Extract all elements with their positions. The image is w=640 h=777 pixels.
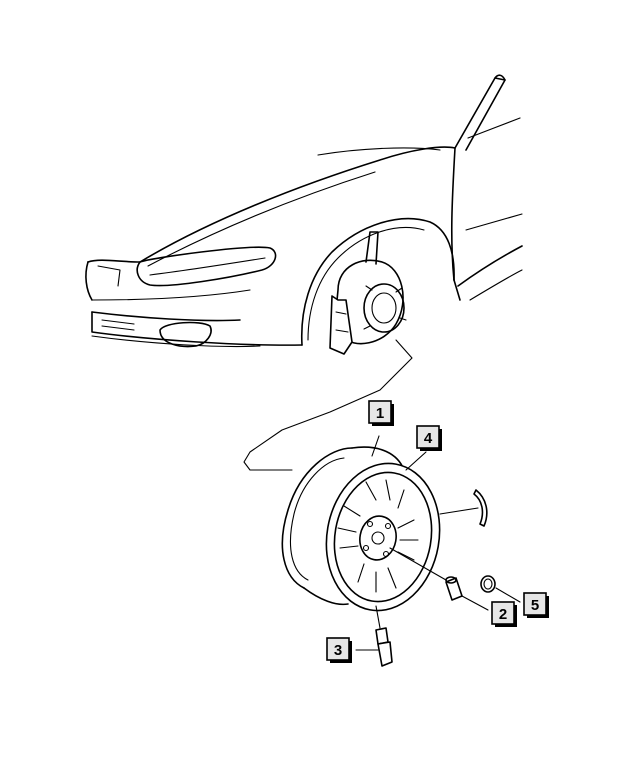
lug-nut-illustration [445,576,463,601]
car-front-fender-illustration [85,74,523,355]
callout-5: 5 [523,592,549,618]
callout-5-label: 5 [531,597,539,614]
callout-3: 3 [326,637,352,663]
washer-illustration [480,575,496,593]
callout-4-label: 4 [424,430,433,447]
callout-4: 4 [416,425,442,451]
callout-1-label: 1 [376,405,384,422]
aluminum-wheel-illustration [281,446,441,612]
callout-2: 2 [491,601,517,627]
callout-2-label: 2 [499,606,507,623]
callout-1: 1 [368,400,394,426]
center-cap-illustration [473,489,488,527]
valve-stem-illustration [375,605,393,667]
callout-3-label: 3 [334,642,342,659]
assembly-leader-line [243,339,413,471]
